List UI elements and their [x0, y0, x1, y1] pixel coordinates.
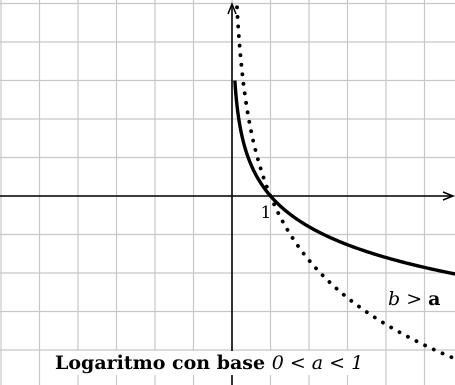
- x-axis-arrow: [442, 191, 455, 201]
- series-dotted-curve: [234, 0, 455, 361]
- annotation-bold-part: a: [428, 288, 440, 310]
- chart-title: Logaritmo con base 0 < a < 1: [55, 352, 363, 374]
- labels: 1 b > a Logaritmo con base 0 < a < 1: [52, 203, 440, 375]
- annotation-italic-part: b >: [388, 288, 428, 310]
- x-tick-label-1: 1: [261, 203, 272, 223]
- y-axis-arrow: [227, 1, 237, 15]
- chart-title-math: 0 < a < 1: [272, 352, 364, 374]
- chart-title-text: Logaritmo con base: [55, 352, 272, 374]
- series-solid-curve: [233, 80, 455, 276]
- curves: [233, 0, 455, 361]
- annotation-b-greater-a: b > a: [388, 288, 440, 310]
- title-background: [52, 351, 367, 375]
